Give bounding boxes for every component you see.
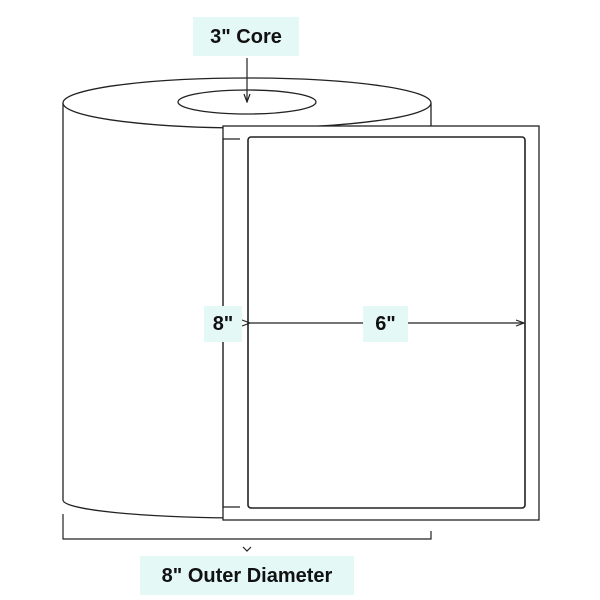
core-size-label: 3" Core [193, 17, 299, 56]
outer-diameter-label: 8" Outer Diameter [140, 556, 354, 595]
label-width-label: 6" [363, 306, 408, 342]
diameter-pointer-chevron [242, 546, 252, 552]
label-height-label: 8" [204, 306, 242, 342]
diameter-dimension-bracket [62, 514, 432, 540]
